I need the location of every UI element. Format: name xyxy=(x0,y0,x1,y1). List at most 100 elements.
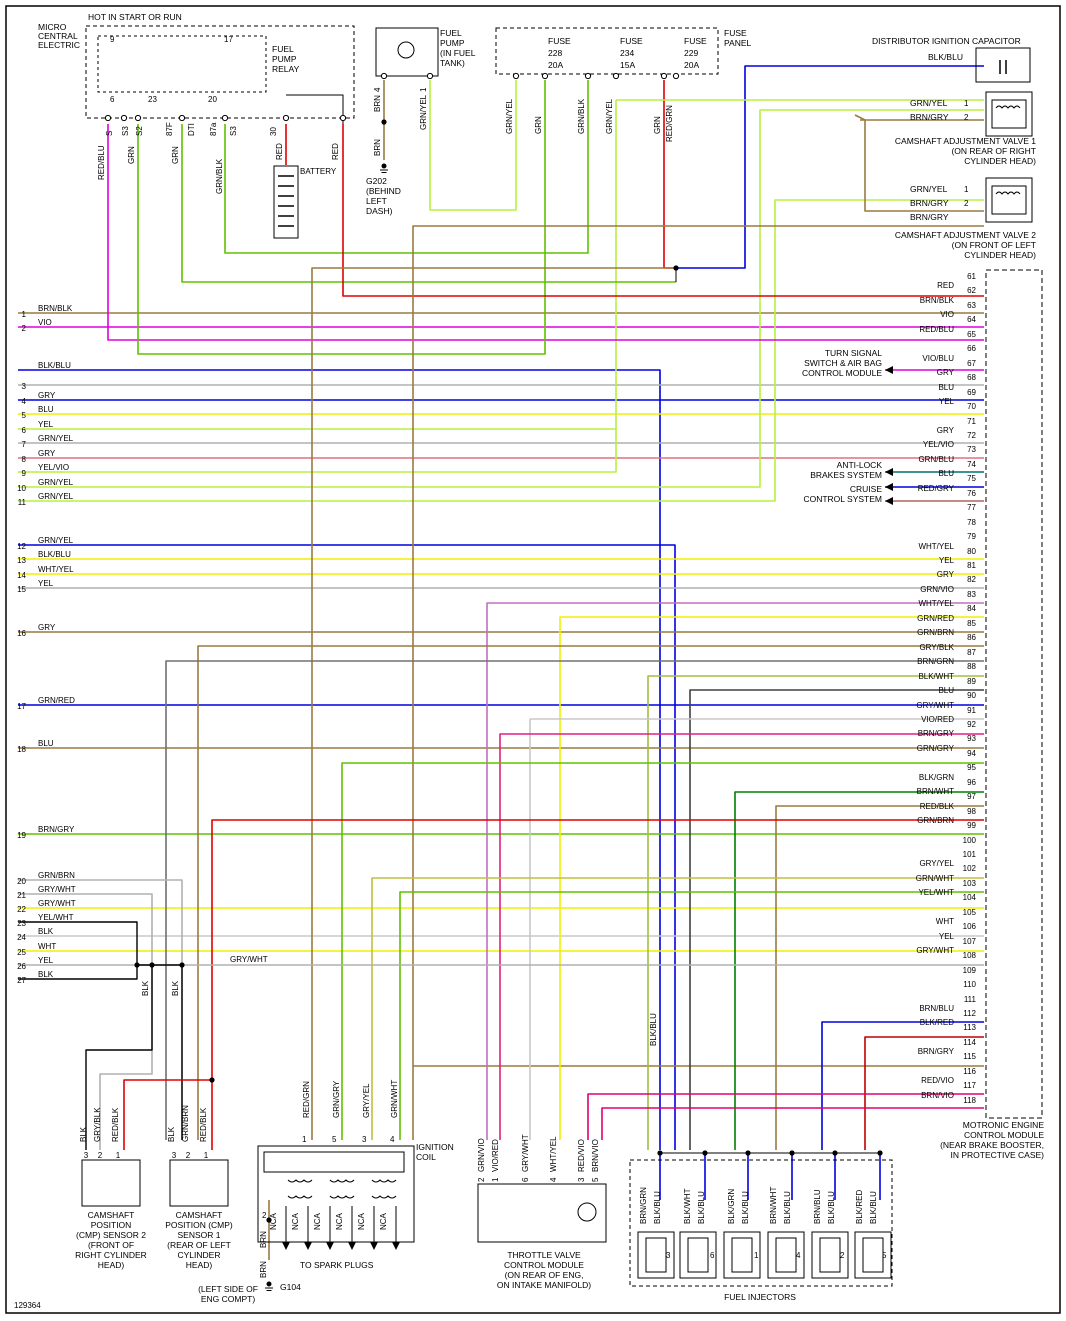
wire-label: GRN/VIO xyxy=(477,1138,486,1172)
wire-label: RED/BLU xyxy=(97,145,106,180)
ecm-pin-number: 65 xyxy=(967,330,976,339)
wire-label: GRN/BLK xyxy=(577,98,586,134)
valve-coil-icon xyxy=(995,105,1021,109)
ecm-pin-number: 103 xyxy=(963,879,977,888)
ecm-pin-number: 86 xyxy=(967,633,976,642)
fuse-panel-box xyxy=(495,27,719,75)
ecm-label: CONTROL MODULE xyxy=(964,1130,1044,1140)
ecm-pin-number: 64 xyxy=(967,315,976,324)
wire-label: BLK/BLU xyxy=(827,1191,836,1224)
ecm-pin-number: 109 xyxy=(963,966,977,975)
wire-label: GRN/YEL xyxy=(38,434,74,443)
fuel-pump-label: TANK) xyxy=(440,58,465,68)
wire-label: RED/GRY xyxy=(918,484,955,493)
terminal xyxy=(380,72,388,80)
wire-label: GRN xyxy=(171,146,180,164)
wire-label: RED/GRN xyxy=(665,105,674,142)
ecm-pin-number: 91 xyxy=(967,706,976,715)
wire-blk-blu xyxy=(676,65,984,269)
ecm-pin-number: 92 xyxy=(967,720,976,729)
wire-label: BRN/BLU xyxy=(919,1004,954,1013)
fuse-label: 20A xyxy=(684,60,699,70)
abs-module-label: ANTI-LOCK xyxy=(837,460,883,470)
label: 4 xyxy=(373,87,382,92)
ecm-pin-number: 72 xyxy=(967,431,976,440)
label: 9 xyxy=(110,35,115,44)
injector-icon xyxy=(637,1231,675,1279)
wire-label: GRN/YEL xyxy=(38,478,74,487)
wire-label: BRN/GRY xyxy=(910,198,949,208)
terminal xyxy=(672,72,680,80)
cmp2-label: (CMP) SENSOR 2 xyxy=(76,1230,146,1240)
ecm-pin-number: 108 xyxy=(963,951,977,960)
wire-label: RED/GRN xyxy=(302,1081,311,1118)
ecm-pin-number: 80 xyxy=(967,547,976,556)
ecm-pin-number: 69 xyxy=(967,388,976,397)
wire-brn-gry xyxy=(854,114,984,212)
wire-label: VIO/BLU xyxy=(922,354,954,363)
wire-label: WHT/YEL xyxy=(549,1136,558,1172)
ecm-pin-number: 88 xyxy=(967,662,976,671)
ecm-pin-number: 99 xyxy=(967,821,976,830)
wire-label: GRY/YEL xyxy=(919,859,954,868)
row-number: 15 xyxy=(17,585,26,594)
ecm-pin-number: 106 xyxy=(963,922,977,931)
wire-label: GRN/RED xyxy=(38,696,75,705)
terminal xyxy=(584,72,592,80)
terminal xyxy=(134,114,142,122)
ecm-pin-number: 93 xyxy=(967,734,976,743)
fuse-label: 228 xyxy=(548,48,562,58)
spark-plug-arrow-icon xyxy=(370,1242,378,1250)
wire-label: GRY/WHT xyxy=(38,885,76,894)
terminal-label: S3 xyxy=(121,126,130,136)
ecm-pin-number: 115 xyxy=(963,1052,976,1061)
injector-coil-icon xyxy=(731,1237,753,1273)
wire-grn-wht xyxy=(399,891,984,1140)
label: 1 xyxy=(964,185,969,194)
fuel-injectors-label: FUEL INJECTORS xyxy=(724,1292,796,1302)
cmp2-box xyxy=(81,1159,141,1207)
ground-icon xyxy=(266,1281,272,1287)
wire-label: YEL xyxy=(38,420,54,429)
label: 23 xyxy=(148,95,157,104)
wire-red-blu xyxy=(107,124,984,341)
battery-label: BATTERY xyxy=(300,167,337,176)
wire-label: BLK/BLU xyxy=(653,1191,662,1224)
fuel-pump-label: FUEL xyxy=(440,28,462,38)
wire-label: GRN/YEL xyxy=(505,98,514,134)
injector-coil-icon xyxy=(819,1237,841,1273)
row-number: 28 xyxy=(17,0,26,2)
relay-box xyxy=(85,25,355,119)
ecm-pin-number: 73 xyxy=(967,445,976,454)
row-number: 20 xyxy=(17,877,26,886)
component-layer xyxy=(81,25,1043,1291)
injector-coil-icon xyxy=(862,1237,884,1273)
wire-label: GRN/YEL xyxy=(38,536,74,545)
label: 1 xyxy=(419,87,428,92)
terminal xyxy=(612,72,620,80)
label: 4 xyxy=(390,1135,395,1144)
splice-dot xyxy=(134,962,140,968)
label: 3 xyxy=(172,1151,177,1160)
row-number: 3 xyxy=(22,382,27,391)
wire-label: RED/BLU xyxy=(919,325,954,334)
cam-valve-1-label: (ON REAR OF RIGHT xyxy=(951,146,1036,156)
wire-label: BRN/BLU xyxy=(813,1189,822,1224)
battery-icon xyxy=(273,165,299,239)
page-frame xyxy=(5,5,1061,1314)
wire-label: BLU xyxy=(38,739,54,748)
injector-icon xyxy=(811,1231,849,1279)
wire-grn-yel xyxy=(18,199,984,502)
relay-source-label: ELECTRIC xyxy=(38,40,80,50)
wire-label: RED/BLK xyxy=(199,1107,208,1142)
abs-module-label: BRAKES SYSTEM xyxy=(810,470,882,480)
injector-icon xyxy=(854,1231,892,1279)
ecm-pin-number: 68 xyxy=(967,373,976,382)
wire-label: GRN/BRN xyxy=(181,1105,190,1142)
ecm-pin-number: 70 xyxy=(967,402,976,411)
label: 4 xyxy=(549,1177,558,1182)
terminal-label: 87F xyxy=(165,122,174,136)
label: 1 xyxy=(116,1151,121,1160)
ecm-pin-number: 78 xyxy=(967,518,976,527)
arrow-icon xyxy=(885,497,893,505)
